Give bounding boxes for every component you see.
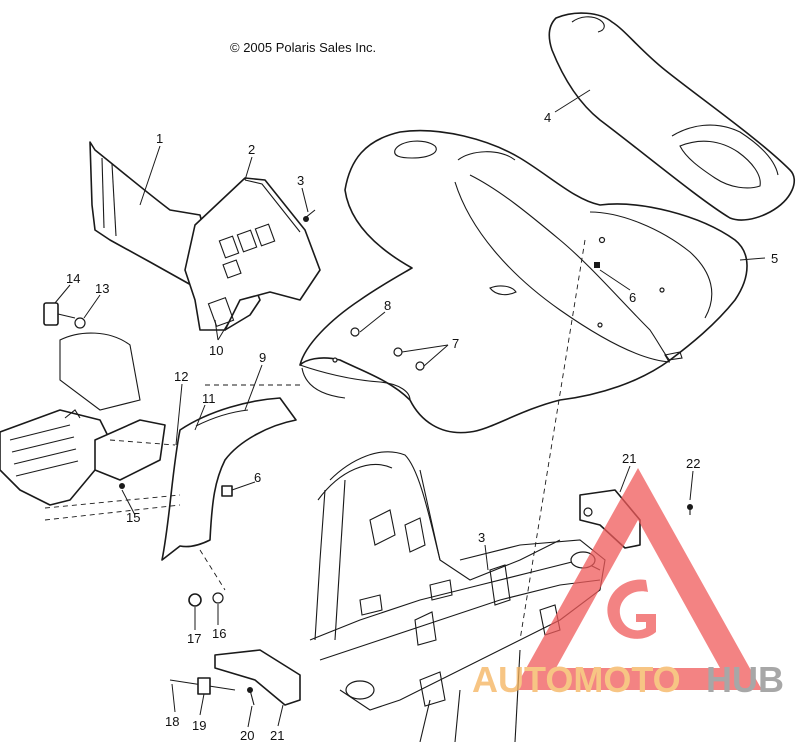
callout-19: 19 bbox=[192, 718, 206, 733]
part-fastener-20 bbox=[247, 687, 255, 706]
watermark-g-mark bbox=[607, 579, 656, 639]
callout-2: 2 bbox=[248, 142, 255, 157]
callout-21-upper: 21 bbox=[622, 451, 636, 466]
callout-11: 11 bbox=[202, 391, 216, 406]
watermark-text-automoto: AUTOMOTO bbox=[472, 659, 681, 700]
part-pin-18-19 bbox=[169, 677, 236, 695]
watermark-text-hub: HUB bbox=[706, 659, 784, 700]
part-clip-6 bbox=[221, 485, 233, 497]
callout-3-lower: 3 bbox=[478, 530, 485, 545]
part-grommet-7 bbox=[393, 347, 425, 371]
watermark: AUTOMOTO HUB bbox=[472, 468, 784, 700]
part-fastener-15 bbox=[119, 483, 125, 489]
part-washer-16 bbox=[212, 592, 224, 604]
part-footrest bbox=[0, 332, 166, 506]
callouts: 1 2 3 3 4 5 6 6 7 8 9 10 11 12 13 14 15 … bbox=[66, 110, 778, 742]
callout-21-lower: 21 bbox=[270, 728, 284, 742]
callout-7: 7 bbox=[452, 336, 459, 351]
callout-6-upper: 6 bbox=[629, 290, 636, 305]
watermark-triangle-logo bbox=[514, 468, 762, 690]
callout-5: 5 bbox=[771, 251, 778, 266]
part-bracket-lower bbox=[214, 649, 301, 706]
callout-16: 16 bbox=[212, 626, 226, 641]
callout-14: 14 bbox=[66, 271, 80, 286]
copyright-text: © 2005 Polaris Sales Inc. bbox=[230, 40, 376, 55]
callout-22: 22 bbox=[686, 456, 700, 471]
callout-6-lower: 6 bbox=[254, 470, 261, 485]
part-bolt-14 bbox=[43, 302, 76, 326]
callout-18: 18 bbox=[165, 714, 179, 729]
leader-lines bbox=[54, 89, 766, 728]
part-washer-13 bbox=[74, 317, 86, 329]
callout-9: 9 bbox=[259, 350, 266, 365]
callout-8: 8 bbox=[384, 298, 391, 313]
callout-10: 10 bbox=[209, 343, 223, 358]
part-fastener-22 bbox=[687, 504, 693, 515]
callout-15: 15 bbox=[126, 510, 140, 525]
callout-13: 13 bbox=[95, 281, 109, 296]
callout-1: 1 bbox=[156, 131, 163, 146]
callout-4: 4 bbox=[544, 110, 551, 125]
part-screw-3 bbox=[303, 209, 316, 222]
part-main-fender bbox=[299, 129, 748, 434]
callout-3-upper: 3 bbox=[297, 173, 304, 188]
callout-17: 17 bbox=[187, 631, 201, 646]
part-grommet-8 bbox=[350, 327, 360, 337]
alignment-lines bbox=[44, 239, 586, 641]
part-nut-17 bbox=[188, 593, 202, 607]
part-frame bbox=[309, 451, 606, 742]
callout-20: 20 bbox=[240, 728, 254, 742]
callout-12: 12 bbox=[174, 369, 188, 384]
part-fender-flare bbox=[161, 397, 297, 561]
part-vent-panel bbox=[184, 177, 321, 331]
part-seat bbox=[548, 12, 795, 221]
